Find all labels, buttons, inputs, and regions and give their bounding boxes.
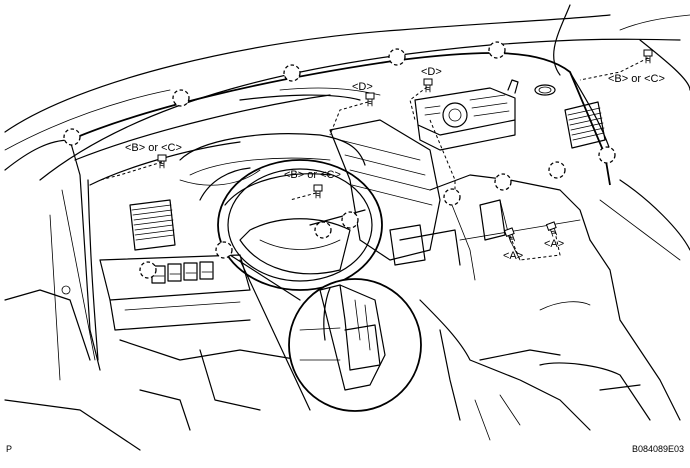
bolt-icon [503,227,516,243]
radio-unit [414,79,519,151]
clip-icon [548,161,566,179]
clip-icon [443,188,461,206]
clip-icon [139,261,157,279]
label-b-or-c-top-right: <B> or <C> [608,73,665,85]
label-b-or-c-center: <B> or <C> [284,169,341,181]
clip-icon [172,89,190,107]
clip-icon [314,221,332,239]
leader-lines [99,57,649,261]
clip-icon [341,211,359,229]
bolts [157,49,653,243]
bolt-icon [157,154,167,169]
label-d-left: <D> [352,81,373,93]
clips [63,41,616,279]
left-door-pillar [4,139,141,451]
label-b-or-c-left: <B> or <C> [125,142,182,154]
label-a-left: <A> [503,250,523,262]
clip-icon [63,128,81,146]
label-d-right: <D> [421,66,442,78]
lower-switch-panel [99,254,251,331]
bolt-icon [545,221,558,237]
floor-and-console [119,179,690,441]
bolt-icon [313,184,323,199]
left-air-vent [129,199,176,251]
clip-icon [283,64,301,82]
bolt-icon [365,92,375,107]
clip-icon [494,173,512,191]
bolt-icon [423,78,433,93]
detail-circle-icon [229,254,422,412]
steering-wheel [179,159,383,291]
windshield-outline [4,4,690,181]
right-air-vent [534,84,606,149]
bolt-icon [643,49,653,64]
figure-code: B084089E03 [632,444,684,454]
clip-icon [488,41,506,59]
clip-icon [215,241,233,259]
callout-labels: <B> or <C> <B> or <C> <B> or <C> <D> <D>… [125,66,665,262]
cluster-hood [179,133,366,201]
clip-icon [598,146,616,164]
corner-mark-p: P [6,444,12,454]
center-structure [329,119,591,281]
clip-icon [388,48,406,66]
label-a-right: <A> [544,238,564,250]
